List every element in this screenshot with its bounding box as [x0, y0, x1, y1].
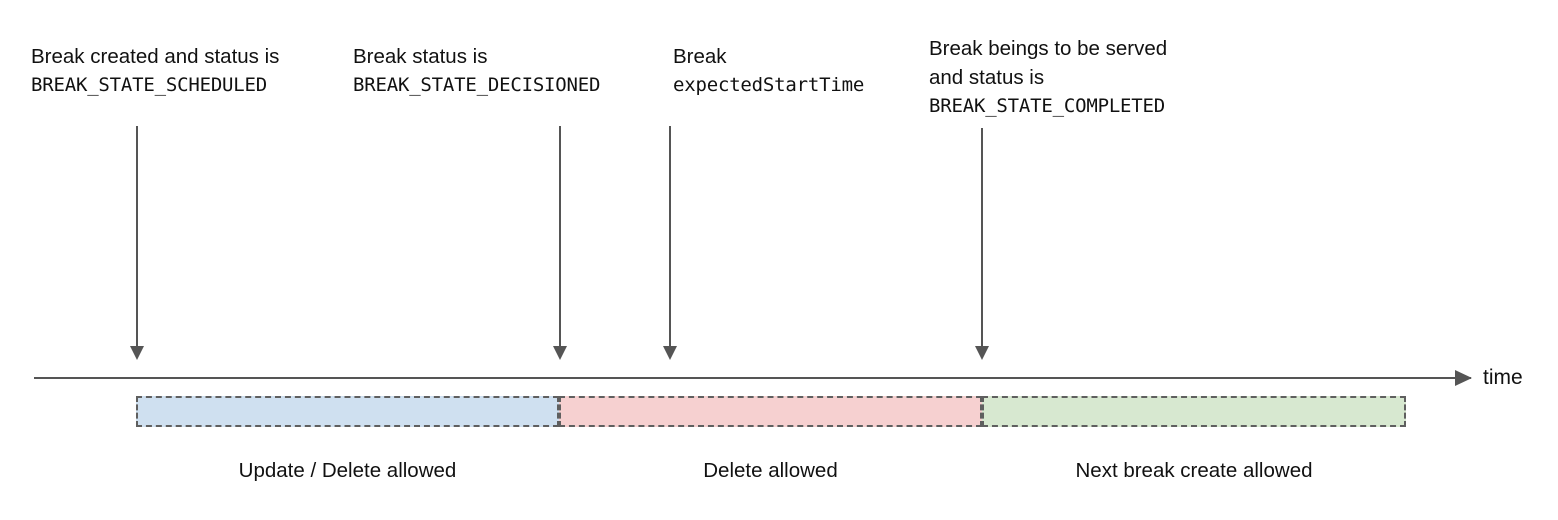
arrow-head-icon [663, 346, 677, 360]
annotation-state-token: BREAK_STATE_DECISIONED [353, 74, 601, 96]
annotation-break-scheduled: Break created and status is BREAK_STATE_… [31, 42, 279, 100]
segment-bar-next-break-create-allowed [982, 396, 1406, 427]
annotation-line-1: Break created and status is [31, 45, 280, 68]
time-axis-line [34, 377, 1471, 379]
annotation-line-1: Break beings to be served [929, 37, 1168, 60]
arrow-shaft [136, 126, 138, 346]
segment-bar-update-delete-allowed [136, 396, 559, 427]
arrow-shaft [669, 126, 671, 346]
annotation-state-token: BREAK_STATE_COMPLETED [929, 95, 1166, 117]
time-axis-arrow-icon [1455, 370, 1472, 386]
arrow-shaft [559, 126, 561, 346]
arrow-shaft [981, 128, 983, 346]
annotation-line-1: Break [673, 45, 727, 68]
pointer-arrow-decisioned [552, 126, 568, 360]
pointer-arrow-scheduled [129, 126, 145, 360]
annotation-state-token: BREAK_STATE_SCHEDULED [31, 74, 268, 96]
arrow-head-icon [975, 346, 989, 360]
annotation-field-token: expectedStartTime [673, 74, 865, 96]
segment-caption-update-delete-allowed: Update / Delete allowed [238, 459, 457, 482]
segment-bar-delete-allowed [559, 396, 982, 427]
annotation-line-1: Break status is [353, 45, 488, 68]
annotation-break-decisioned: Break status is BREAK_STATE_DECISIONED [353, 42, 600, 100]
segment-caption-next-break-create-allowed: Next break create allowed [1075, 459, 1313, 482]
annotation-break-completed: Break beings to be served and status is … [929, 34, 1167, 121]
time-axis-label: time [1483, 366, 1523, 389]
segment-caption-delete-allowed: Delete allowed [703, 459, 838, 482]
pointer-arrow-completed [974, 128, 990, 360]
arrow-head-icon [130, 346, 144, 360]
pointer-arrow-expected-start-time [662, 126, 678, 360]
arrow-head-icon [553, 346, 567, 360]
annotation-expected-start-time: Break expectedStartTime [673, 42, 864, 100]
annotation-line-2: and status is [929, 66, 1045, 89]
